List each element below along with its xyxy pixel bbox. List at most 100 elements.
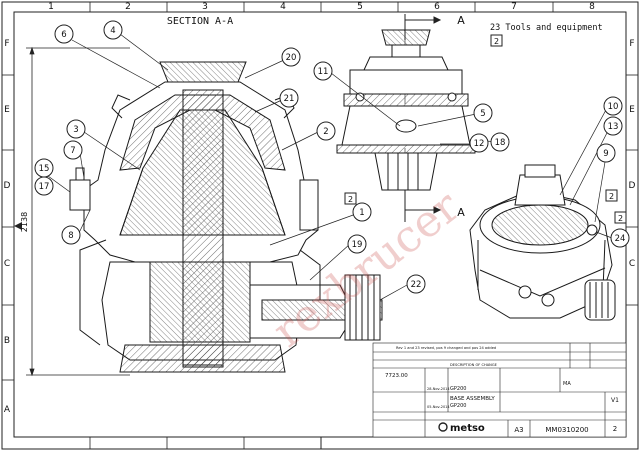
svg-text:8: 8 (68, 231, 73, 241)
zone-D: D (4, 181, 11, 191)
zone-E-right: E (629, 105, 635, 115)
revision-header: DESCRIPTION OF CHANGE (450, 363, 498, 367)
metso-logo: metso (438, 422, 485, 434)
balloon-19: 19 (347, 234, 367, 254)
centering-mark-left (14, 222, 22, 230)
hydraulic-cylinder (69, 179, 91, 211)
date-1: 28-Nov-2014 (427, 387, 450, 391)
svg-text:9: 9 (603, 149, 608, 159)
svg-text:1: 1 (359, 208, 364, 218)
balloon-9: 9 (596, 143, 616, 163)
svg-text:13: 13 (608, 122, 619, 132)
section-marker-top: A (457, 14, 465, 27)
zone-4: 4 (280, 2, 286, 12)
zone-6: 6 (434, 2, 440, 12)
bowl-liner (119, 94, 286, 171)
balloon-1: 1 (352, 202, 372, 222)
overall-height-dimension (26, 46, 130, 377)
top-zone-labels: 1 2 3 4 5 6 7 8 (48, 2, 595, 12)
zone-A: A (4, 405, 11, 415)
elevation-view (336, 29, 476, 191)
zone-B: B (4, 336, 10, 346)
svg-text:2: 2 (348, 195, 353, 204)
zone-E: E (4, 105, 10, 115)
svg-text:4: 4 (110, 26, 115, 36)
svg-text:19: 19 (352, 240, 363, 250)
svg-text:2: 2 (618, 214, 623, 223)
rev-value: V1 (611, 397, 619, 404)
balloon-10: 10 (603, 96, 623, 116)
balloon-callouts: 1 2 3 4 5 6 7 8 9 10 11 12 13 15 17 18 1… (34, 20, 630, 294)
zone-1: 1 (48, 2, 54, 12)
svg-text:20: 20 (286, 53, 297, 63)
svg-text:7: 7 (70, 146, 75, 156)
sheet-number: 2 (613, 425, 617, 433)
svg-text:21: 21 (284, 94, 295, 104)
svg-text:3: 3 (73, 125, 78, 135)
paper-size: A3 (514, 426, 523, 434)
balloon-6: 6 (54, 24, 74, 44)
title-block-text: Rev 1 and 23 revised, pos 9 changed and … (385, 346, 619, 434)
svg-text:2: 2 (323, 127, 328, 137)
svg-text:5: 5 (480, 109, 485, 119)
svg-text:11: 11 (318, 67, 329, 77)
balloon-12: 12 (469, 133, 489, 153)
svg-text:2: 2 (609, 192, 614, 201)
balloon-18: 18 (490, 132, 510, 152)
balloon-3: 3 (66, 119, 86, 139)
zone-C: C (4, 259, 10, 269)
drawing-frame (13, 11, 627, 438)
balloon-2: 2 (316, 121, 336, 141)
svg-text:17: 17 (39, 182, 50, 192)
zone-3: 3 (202, 2, 208, 12)
balloon-8: 8 (61, 225, 81, 245)
note-box (490, 34, 503, 47)
group-code: MA (563, 381, 571, 387)
zone-C-right: C (629, 259, 635, 269)
drawing-subtitle: GP200 (450, 403, 466, 409)
svg-text:22: 22 (411, 280, 422, 290)
isometric-view (469, 164, 616, 321)
title-block (372, 342, 627, 438)
svg-text:12: 12 (474, 139, 485, 149)
drive-pulley (344, 274, 381, 341)
tramp-release (299, 179, 319, 231)
date-2: 05-Nov-2014 (427, 405, 450, 409)
drawing-title: BASE ASSEMBLY (450, 396, 495, 402)
zone-F-right: F (629, 39, 634, 49)
section-view-crusher (69, 61, 383, 373)
feed-hopper (159, 61, 247, 83)
zone-2: 2 (125, 2, 131, 12)
balloon-7: 7 (63, 140, 83, 160)
zone-7: 7 (511, 2, 517, 12)
revision-note: Rev 1 and 23 revised, pos 9 changed and … (396, 346, 496, 350)
base-bottom (119, 344, 286, 373)
balloon-5: 5 (473, 103, 493, 123)
drawing-number: MM0310200 (545, 426, 588, 434)
balloon-20: 20 (281, 47, 301, 67)
balloon-4: 4 (103, 20, 123, 40)
balloon-13: 13 (603, 116, 623, 136)
balloon-21: 21 (279, 88, 299, 108)
balloon-22: 22 (406, 274, 426, 294)
balloon-17: 17 (34, 176, 54, 196)
svg-text:18: 18 (495, 138, 506, 148)
note-box-label: 2 (494, 37, 499, 46)
zone-D-right: D (629, 181, 636, 191)
brand-wordmark: metso (450, 423, 485, 434)
svg-text:15: 15 (39, 164, 50, 174)
zone-8: 8 (589, 2, 595, 12)
leader-lines (47, 33, 613, 301)
side-zone-ticks (2, 74, 638, 381)
svg-text:24: 24 (615, 234, 626, 244)
zone-F: F (4, 39, 9, 49)
part-code: 7723.00 (385, 373, 408, 379)
height-dimension-text: 2138 (20, 212, 29, 232)
balloon-15: 15 (34, 158, 54, 178)
balloon-11: 11 (313, 61, 333, 81)
section-marker-bottom: A (457, 206, 465, 219)
section-title: SECTION A-A (167, 16, 233, 27)
tools-note: 23 Tools and equipment (490, 23, 603, 33)
